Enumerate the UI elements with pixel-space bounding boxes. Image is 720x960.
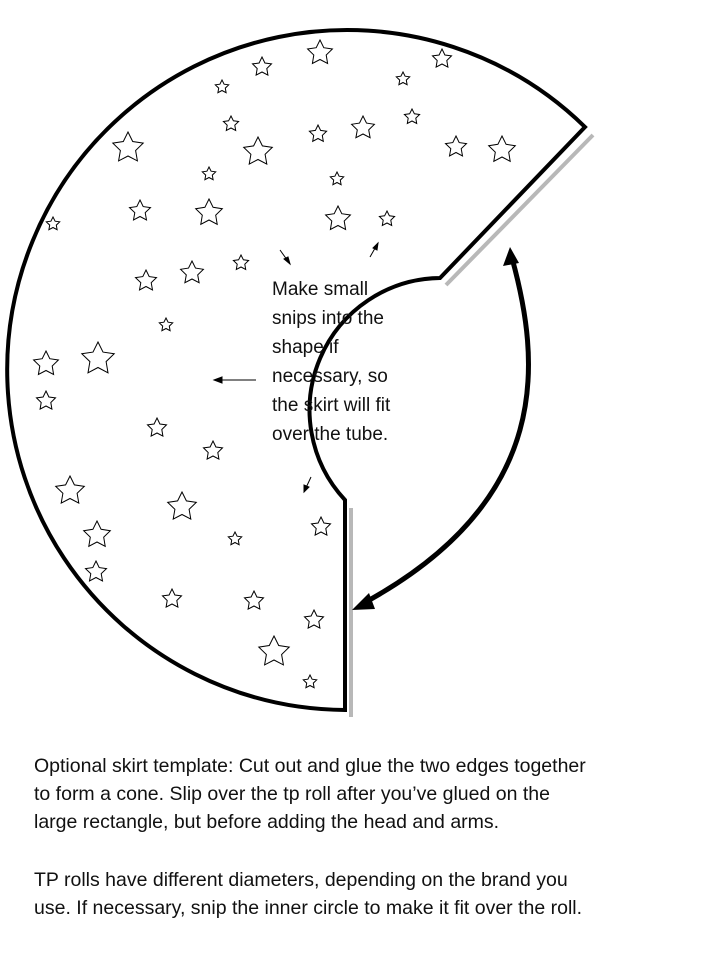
- star-shape: [243, 589, 265, 611]
- star-shape: [329, 170, 345, 186]
- caption-line: Optional skirt template: Cut out and glu…: [34, 755, 586, 777]
- caption-line: TP rolls have different diameters, depen…: [34, 869, 568, 891]
- snip-marks: [212, 241, 379, 494]
- snip-mark-tip: [212, 376, 223, 384]
- star-shape: [378, 209, 396, 227]
- skirt-template-diagram: [5, 28, 595, 717]
- note-line: the skirt will fit: [272, 395, 391, 416]
- star-shape: [222, 114, 240, 132]
- skirt-template-outline: [5, 28, 588, 713]
- star-shape: [242, 135, 274, 166]
- join-edges-arrow: [359, 255, 531, 607]
- star-shape: [134, 268, 158, 291]
- star-shape: [308, 123, 328, 143]
- star-shape: [35, 389, 57, 411]
- star-shape: [128, 198, 152, 221]
- star-shape: [431, 47, 453, 69]
- star-pattern: [32, 38, 517, 689]
- star-shape: [82, 519, 112, 548]
- arrowhead-bottom: [352, 593, 375, 610]
- star-shape: [227, 530, 243, 546]
- star-shape: [350, 114, 376, 139]
- star-shape: [303, 608, 325, 630]
- star-shape: [324, 204, 352, 231]
- star-shape: [161, 587, 183, 609]
- star-shape: [306, 38, 334, 65]
- star-shape: [302, 673, 318, 689]
- snip-mark-tip: [283, 256, 291, 266]
- snip-mark-tip: [372, 241, 379, 251]
- note-line: shape if: [272, 337, 339, 358]
- caption-line: to form a cone. Slip over the tp roll af…: [34, 783, 550, 805]
- star-shape: [487, 134, 517, 163]
- note-line: necessary, so: [272, 366, 388, 387]
- star-shape: [444, 134, 468, 157]
- diameter-note: TP rolls have different diameters, depen…: [34, 866, 694, 922]
- star-shape: [166, 490, 198, 521]
- star-shape: [214, 78, 230, 94]
- star-shape: [54, 474, 86, 505]
- star-shape: [84, 559, 108, 582]
- star-shape: [251, 55, 273, 77]
- star-shape: [201, 165, 217, 181]
- star-shape: [232, 253, 250, 271]
- star-shape: [146, 416, 168, 438]
- star-shape: [202, 439, 224, 461]
- note-line: over the tube.: [272, 424, 389, 445]
- caption-line: large rectangle, but before adding the h…: [34, 811, 500, 833]
- star-shape: [257, 634, 291, 666]
- template-shadow: [349, 133, 595, 717]
- template-caption: Optional skirt template: Cut out and glu…: [34, 752, 694, 836]
- snip-instructions: Make small snips into the shape if neces…: [272, 275, 422, 449]
- star-shape: [310, 515, 332, 537]
- note-line: snips into the: [272, 308, 384, 329]
- snip-mark-tip: [303, 484, 310, 494]
- star-shape: [111, 130, 145, 162]
- star-shape: [403, 107, 421, 125]
- star-shape: [80, 340, 116, 374]
- star-shape: [32, 349, 60, 376]
- star-shape: [395, 70, 411, 86]
- star-shape: [45, 215, 61, 231]
- caption-line: use. If necessary, snip the inner circle…: [34, 897, 583, 919]
- star-shape: [179, 259, 205, 284]
- star-shape: [158, 316, 174, 332]
- arrowhead-top: [503, 247, 519, 266]
- star-shape: [194, 197, 224, 226]
- note-line: Make small: [272, 279, 369, 300]
